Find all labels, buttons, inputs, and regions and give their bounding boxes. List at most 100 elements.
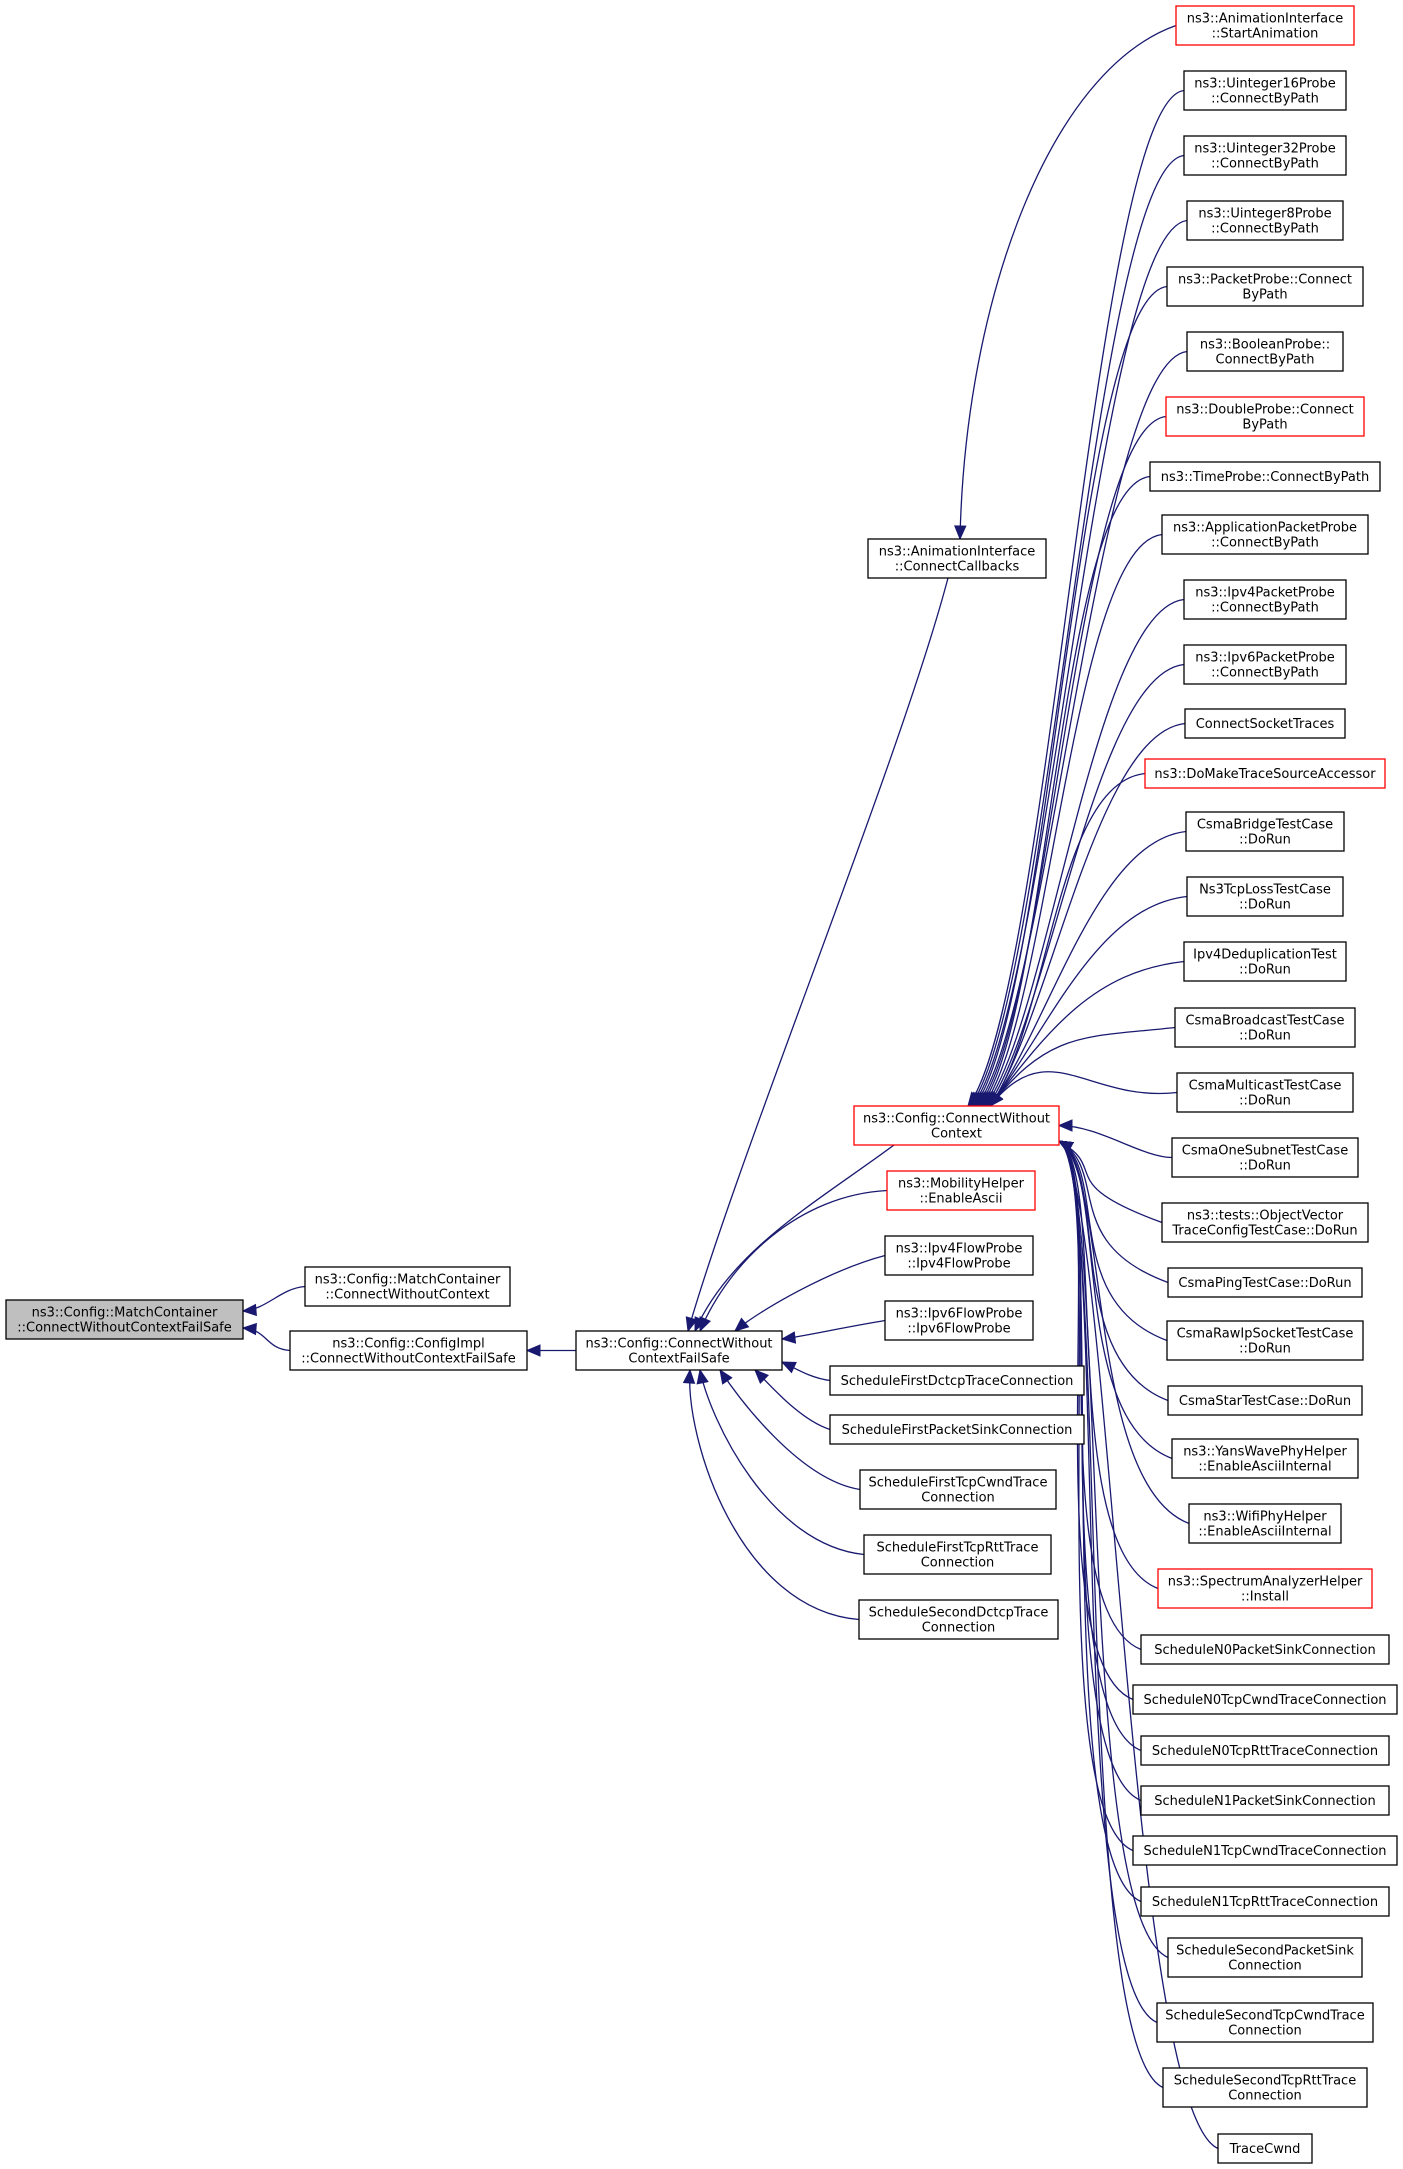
node-csmabridgetestcase-dorun[interactable]: CsmaBridgeTestCase::DoRun bbox=[1185, 811, 1345, 852]
call-edge bbox=[734, 1254, 886, 1332]
call-edge bbox=[719, 1369, 861, 1491]
node-schedulen1packetsinkconnection[interactable]: ScheduleN1PacketSinkConnection bbox=[1140, 1785, 1390, 1816]
call-edge bbox=[987, 663, 1185, 1107]
node-label: ::Ipv4FlowProbe bbox=[907, 1257, 1010, 1272]
node-box bbox=[884, 1235, 1034, 1276]
node-box bbox=[1183, 579, 1347, 620]
node-csmarawipsockettestcase-dorun[interactable]: CsmaRawIpSocketTestCase::DoRun bbox=[1166, 1320, 1364, 1361]
node-ns3-config-matchcontainer-connectwithoutcontextfailsafe[interactable]: ns3::Config::MatchContainer::ConnectWith… bbox=[5, 1299, 244, 1340]
node-label: ::ConnectWithoutContextFailSafe bbox=[17, 1321, 232, 1336]
node-schedulen0tcpcwndtraceconnection[interactable]: ScheduleN0TcpCwndTraceConnection bbox=[1132, 1684, 1398, 1715]
node-ns3-yanswavephyhelper-enableasciiinternal[interactable]: ns3::YansWavePhyHelper::EnableAsciiInter… bbox=[1171, 1438, 1359, 1479]
node-ns3-ipv6flowprobe-ipv6flowprobe[interactable]: ns3::Ipv6FlowProbe::Ipv6FlowProbe bbox=[884, 1300, 1034, 1341]
node-label: ns3::WifiPhyHelper bbox=[1203, 1510, 1327, 1525]
node-label: ::StartAnimation bbox=[1212, 27, 1319, 42]
node-box bbox=[1186, 876, 1344, 917]
node-label: Connection bbox=[921, 1491, 995, 1506]
node-csmabroadcasttestcase-dorun[interactable]: CsmaBroadcastTestCase::DoRun bbox=[1174, 1007, 1356, 1048]
node-ns3-booleanprobe-connectbypath[interactable]: ns3::BooleanProbe::ConnectByPath bbox=[1186, 331, 1344, 372]
call-edge bbox=[699, 1189, 888, 1332]
node-label: TraceCwnd bbox=[1229, 2142, 1301, 2157]
node-ns3-applicationpacketprobe-connectbypath[interactable]: ns3::ApplicationPacketProbe::ConnectByPa… bbox=[1161, 514, 1369, 555]
node-box bbox=[1161, 1202, 1369, 1243]
node-label: ns3::BooleanProbe:: bbox=[1200, 338, 1330, 353]
node-label: ::EnableAscii bbox=[919, 1192, 1002, 1207]
node-label: ::ConnectByPath bbox=[1211, 92, 1319, 107]
node-csmamulticasttestcase-dorun[interactable]: CsmaMulticastTestCase::DoRun bbox=[1176, 1072, 1354, 1113]
node-ns3-animationinterface-startanimation[interactable]: ns3::AnimationInterface::StartAnimation bbox=[1175, 5, 1355, 46]
node-ns3-spectrumanalyzerhelper-install[interactable]: ns3::SpectrumAnalyzerHelper::Install bbox=[1157, 1568, 1373, 1609]
node-ns3-config-connectwithout-contextfailsafe[interactable]: ns3::Config::ConnectWithoutContextFailSa… bbox=[575, 1330, 783, 1371]
node-box bbox=[1161, 514, 1369, 555]
node-ns3tcplosstestcase-dorun[interactable]: Ns3TcpLossTestCase::DoRun bbox=[1186, 876, 1344, 917]
node-schedulefirstdctcptraceconnection[interactable]: ScheduleFirstDctcpTraceConnection bbox=[829, 1365, 1085, 1396]
edge-arrowhead bbox=[696, 1368, 709, 1385]
node-ns3-config-connectwithout-context[interactable]: ns3::Config::ConnectWithoutContext bbox=[853, 1105, 1060, 1146]
node-ns3-uinteger32probe-connectbypath[interactable]: ns3::Uinteger32Probe::ConnectByPath bbox=[1183, 135, 1347, 176]
node-schedulen1tcpcwndtraceconnection[interactable]: ScheduleN1TcpCwndTraceConnection bbox=[1132, 1835, 1398, 1866]
node-csmapingtestcase-dorun[interactable]: CsmaPingTestCase::DoRun bbox=[1167, 1267, 1363, 1298]
node-box bbox=[1183, 644, 1347, 685]
call-edge bbox=[1058, 1140, 1190, 1525]
node-connectsockettraces[interactable]: ConnectSocketTraces bbox=[1184, 708, 1346, 739]
node-label: ::Ipv6FlowProbe bbox=[907, 1322, 1010, 1337]
call-edge bbox=[989, 830, 1187, 1107]
node-ns3-uinteger16probe-connectbypath[interactable]: ns3::Uinteger16Probe::ConnectByPath bbox=[1183, 70, 1347, 111]
node-csmaonesubnettestcase-dorun[interactable]: CsmaOneSubnetTestCase::DoRun bbox=[1171, 1137, 1359, 1178]
node-ns3-animationinterface-connectcallbacks[interactable]: ns3::AnimationInterface::ConnectCallback… bbox=[867, 538, 1047, 579]
node-ns3-domaketracesourceaccessor[interactable]: ns3::DoMakeTraceSourceAccessor bbox=[1144, 758, 1386, 789]
node-box bbox=[1140, 1735, 1390, 1766]
call-edge bbox=[967, 89, 1185, 1107]
node-schedulen0tcprtttraceconnection[interactable]: ScheduleN0TcpRttTraceConnection bbox=[1140, 1735, 1390, 1766]
node-tracecwnd[interactable]: TraceCwnd bbox=[1217, 2133, 1313, 2164]
node-ns3-mobilityhelper-enableascii[interactable]: ns3::MobilityHelper::EnableAscii bbox=[886, 1170, 1036, 1211]
call-edge bbox=[1058, 1140, 1142, 1903]
node-label: ns3::DoMakeTraceSourceAccessor bbox=[1154, 767, 1376, 782]
node-ns3-config-configimpl-connectwithoutcontextfailsafe[interactable]: ns3::Config::ConfigImpl::ConnectWithoutC… bbox=[289, 1330, 528, 1371]
edge-arrowhead bbox=[734, 1317, 750, 1332]
node-label: ScheduleSecondTcpRttTrace bbox=[1174, 2074, 1356, 2089]
node-ns3-wifiphyhelper-enableasciiinternal[interactable]: ns3::WifiPhyHelper::EnableAsciiInternal bbox=[1188, 1503, 1342, 1544]
node-label: ContextFailSafe bbox=[628, 1352, 729, 1367]
node-ns3-ipv4flowprobe-ipv4flowprobe[interactable]: ns3::Ipv4FlowProbe::Ipv4FlowProbe bbox=[884, 1235, 1034, 1276]
node-label: CsmaBroadcastTestCase bbox=[1185, 1014, 1344, 1029]
node-box bbox=[1186, 331, 1344, 372]
call-edge bbox=[694, 1144, 895, 1332]
node-ns3-packetprobe-connect-bypath[interactable]: ns3::PacketProbe::ConnectByPath bbox=[1166, 266, 1364, 307]
node-ns3-doubleprobe-connect-bypath[interactable]: ns3::DoubleProbe::ConnectByPath bbox=[1165, 396, 1365, 437]
node-box bbox=[1157, 1568, 1373, 1609]
call-edge bbox=[1058, 1140, 1169, 1402]
node-schedulen0packetsinkconnection[interactable]: ScheduleN0PacketSinkConnection bbox=[1140, 1634, 1390, 1665]
node-schedulefirstpacketsinkconnection[interactable]: ScheduleFirstPacketSinkConnection bbox=[829, 1414, 1085, 1445]
node-ipv4deduplicationtest-dorun[interactable]: Ipv4DeduplicationTest::DoRun bbox=[1183, 941, 1347, 982]
node-label: ns3::Uinteger32Probe bbox=[1194, 142, 1336, 157]
node-label: ByPath bbox=[1242, 288, 1287, 303]
node-box bbox=[1132, 1684, 1398, 1715]
node-label: ScheduleFirstPacketSinkConnection bbox=[842, 1423, 1073, 1438]
node-ns3-timeprobe-connectbypath[interactable]: ns3::TimeProbe::ConnectByPath bbox=[1149, 461, 1381, 492]
node-label: ns3::Ipv6PacketProbe bbox=[1195, 651, 1335, 666]
node-label: ns3::Ipv6FlowProbe bbox=[896, 1307, 1023, 1322]
node-label: ConnectByPath bbox=[1216, 353, 1315, 368]
call-edge bbox=[699, 1369, 865, 1556]
call-edge bbox=[687, 577, 949, 1332]
node-ns3-tests-objectvector-traceconfigtestcase-dorun[interactable]: ns3::tests::ObjectVectorTraceConfigTestC… bbox=[1161, 1202, 1369, 1243]
node-box bbox=[304, 1266, 511, 1307]
node-label: ::ConnectByPath bbox=[1211, 601, 1319, 616]
node-csmastartestcase-dorun[interactable]: CsmaStarTestCase::DoRun bbox=[1167, 1385, 1363, 1416]
node-label: ns3::Config::ConnectWithout bbox=[585, 1337, 772, 1352]
node-ns3-uinteger8probe-connectbypath[interactable]: ns3::Uinteger8Probe::ConnectByPath bbox=[1186, 200, 1344, 241]
node-ns3-config-matchcontainer-connectwithoutcontext[interactable]: ns3::Config::MatchContainer::ConnectWith… bbox=[304, 1266, 511, 1307]
node-ns3-ipv6packetprobe-connectbypath[interactable]: ns3::Ipv6PacketProbe::ConnectByPath bbox=[1183, 644, 1347, 685]
node-label: ns3::ApplicationPacketProbe bbox=[1173, 521, 1357, 536]
node-label: Connection bbox=[1228, 2024, 1302, 2039]
node-schedulen1tcprtttraceconnection[interactable]: ScheduleN1TcpRttTraceConnection bbox=[1140, 1886, 1390, 1917]
node-box bbox=[575, 1330, 783, 1371]
node-ns3-ipv4packetprobe-connectbypath[interactable]: ns3::Ipv4PacketProbe::ConnectByPath bbox=[1183, 579, 1347, 620]
